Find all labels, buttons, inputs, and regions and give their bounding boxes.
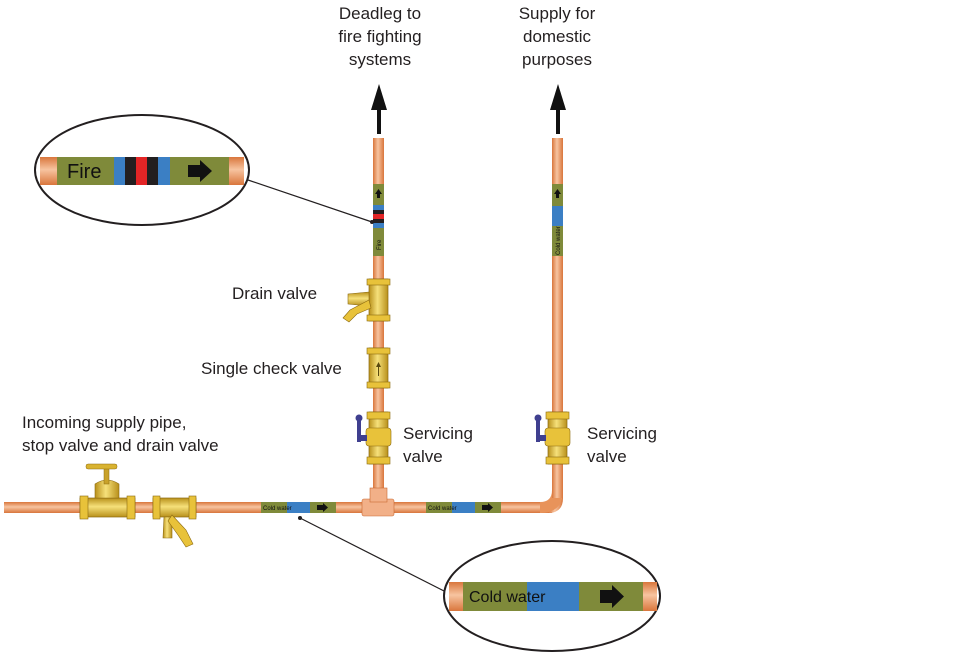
servicing-valve-right-label: Servicing valve [587,424,657,466]
drain-valve-riser [342,278,391,323]
servicing-valve-left [355,411,392,465]
fire-tag-small-text: Fire [377,239,383,250]
fire-tag-large-text: Fire [67,161,101,183]
servicing-left-line-1: Servicing [403,424,473,443]
incoming-label-line-1: Incoming supply pipe, [22,413,186,432]
cold-water-tag-callout: Cold water [298,516,661,652]
fire-riser-pipe [373,138,384,506]
servicing-valve-left-label: Servicing valve [403,424,473,466]
flow-arrow-domestic [550,84,566,134]
stop-valve [79,463,136,520]
drain-valve-main [152,495,197,548]
domestic-riser-pipe [552,138,563,498]
cold-water-tag-main-2-text: Cold water [428,506,457,512]
supply-label-line-3: purposes [522,50,592,69]
flow-arrow-fire [371,84,387,134]
deadleg-label-line-3: systems [349,50,411,69]
deadleg-label-line-1: Deadleg to [339,4,421,23]
servicing-right-line-2: valve [587,447,627,466]
fire-tag-callout: Fire [34,114,374,226]
supply-label-line-2: domestic [523,27,592,46]
single-check-valve-label: Single check valve [201,359,342,378]
incoming-supply-label: Incoming supply pipe, stop valve and dra… [22,413,219,455]
servicing-valve-right [534,411,571,465]
supply-label: Supply for domestic purposes [519,4,596,69]
cold-water-tag-main-1-text: Cold water [263,506,292,512]
deadleg-label-line-2: fire fighting [338,27,421,46]
drain-valve-label: Drain valve [232,284,317,303]
incoming-label-line-2: stop valve and drain valve [22,436,219,455]
cold-water-tag-large-text: Cold water [469,589,546,606]
cold-water-tag-main-2: Cold water [426,502,501,513]
cold-water-tag-vertical: Cold water [552,184,563,256]
cold-water-tag-main-1: Cold water [261,502,336,513]
servicing-right-line-1: Servicing [587,424,657,443]
deadleg-label: Deadleg to fire fighting systems [338,4,421,69]
cold-water-tag-arrow-icon [600,585,624,608]
servicing-left-line-2: valve [403,447,443,466]
fire-tag-arrow-icon [188,160,212,182]
supply-label-line-1: Supply for [519,4,596,23]
cold-water-tag-vertical-text: Cold water [556,226,562,255]
fire-pipe-tag-small: Fire [373,184,384,256]
single-check-valve [366,347,391,389]
